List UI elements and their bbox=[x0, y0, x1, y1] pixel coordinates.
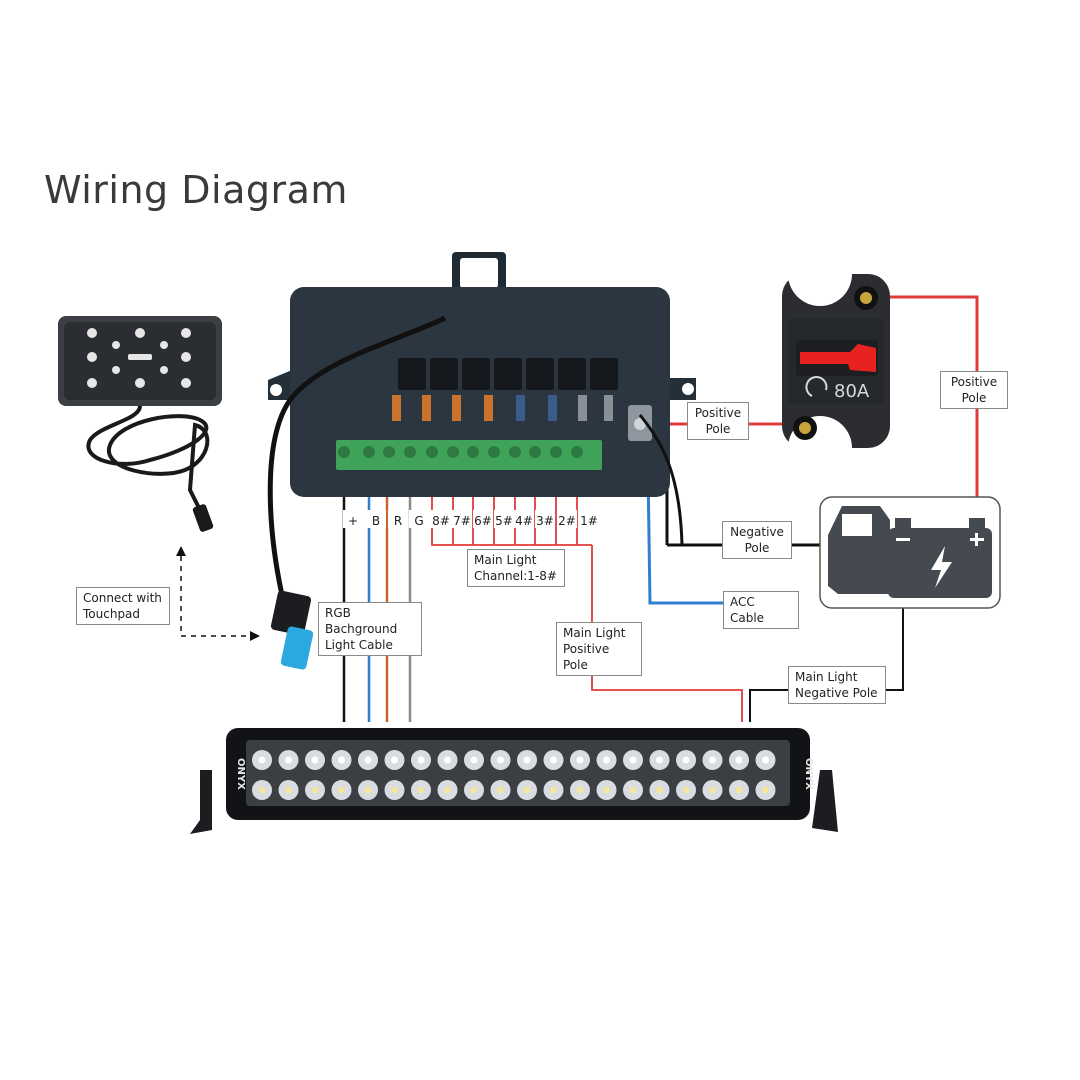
touchpad-cable bbox=[86, 405, 210, 521]
led-emitter bbox=[629, 786, 637, 794]
led-emitter bbox=[576, 786, 584, 794]
rgb-harness bbox=[267, 315, 447, 596]
battery-icon bbox=[819, 496, 1001, 609]
control-box bbox=[267, 252, 696, 596]
arrow-right-icon bbox=[250, 631, 260, 641]
touchpad-connector bbox=[192, 504, 214, 532]
label-main-light-negative: Main Light Negative Pole bbox=[788, 666, 886, 704]
label-positive-pole-box: Positive Pole bbox=[687, 402, 749, 440]
terminal-label: R bbox=[394, 514, 402, 528]
touchpad-buttons bbox=[87, 328, 191, 388]
channel-wires bbox=[431, 470, 743, 722]
terminal-label: 2# bbox=[558, 514, 576, 528]
brand-logo-left: ONYX bbox=[235, 758, 246, 790]
label-negative-pole: Negative Pole bbox=[722, 521, 792, 559]
led-emitter bbox=[364, 786, 372, 794]
terminal-label: 7# bbox=[453, 514, 471, 528]
led-emitter bbox=[629, 756, 637, 764]
label-connect-touchpad: Connect with Touchpad bbox=[76, 587, 170, 625]
led-emitter bbox=[364, 756, 372, 764]
label-main-light-positive: Main Light Positive Pole bbox=[556, 622, 642, 676]
touchpad bbox=[58, 316, 222, 532]
label-main-light-channel: Main Light Channel:1-8# bbox=[467, 549, 565, 587]
terminal-label: B bbox=[372, 514, 380, 528]
led-emitter bbox=[523, 786, 531, 794]
led-emitter bbox=[311, 786, 319, 794]
terminal-label: 6# bbox=[474, 514, 492, 528]
circuit-breaker: 80A bbox=[782, 242, 890, 480]
rgb-connector bbox=[270, 590, 314, 670]
led-emitter bbox=[735, 786, 743, 794]
page-title: Wiring Diagram bbox=[44, 168, 348, 212]
led-emitter bbox=[444, 786, 451, 794]
led-emitter bbox=[391, 786, 398, 794]
reset-arrow-icon bbox=[805, 376, 828, 397]
led-emitter bbox=[391, 756, 398, 764]
led-emitter bbox=[603, 756, 610, 764]
led-emitter bbox=[682, 756, 690, 764]
breaker-rating: 80A bbox=[834, 381, 870, 402]
terminal-label: + bbox=[348, 514, 358, 528]
relays bbox=[398, 358, 618, 390]
led-emitter bbox=[417, 786, 425, 794]
led-emitter bbox=[762, 786, 769, 794]
led-emitter bbox=[497, 786, 504, 794]
wire-positive-battery bbox=[872, 295, 979, 525]
terminal-label: 3# bbox=[536, 514, 554, 528]
led-emitter bbox=[258, 756, 266, 764]
terminal-label: 5# bbox=[495, 514, 513, 528]
led-emitter bbox=[656, 756, 663, 764]
led-emitter bbox=[709, 756, 716, 764]
label-positive-pole-battery: Positive Pole bbox=[940, 371, 1008, 409]
led-emitter bbox=[444, 756, 451, 764]
led-emitter bbox=[550, 756, 557, 764]
led-emitter bbox=[709, 786, 716, 794]
lightning-icon bbox=[931, 546, 952, 588]
led-emitter bbox=[682, 786, 690, 794]
led-emitter bbox=[258, 786, 266, 794]
terminal-label: 8# bbox=[432, 514, 450, 528]
light-bar: ONYX ONYX bbox=[190, 728, 838, 834]
label-rgb-cable: RGB Bachground Light Cable bbox=[318, 602, 422, 656]
brand-logo-right: ONYX bbox=[803, 758, 814, 790]
led-emitter bbox=[338, 786, 345, 794]
arrow-up-icon bbox=[176, 546, 186, 556]
terminal-label: 1# bbox=[580, 514, 598, 528]
led-emitter bbox=[417, 756, 425, 764]
led-emitter bbox=[523, 756, 531, 764]
led-emitter bbox=[470, 786, 478, 794]
led-emitter bbox=[603, 786, 610, 794]
led-emitter bbox=[576, 756, 584, 764]
led-emitter bbox=[311, 756, 319, 764]
led-array bbox=[252, 750, 776, 800]
led-emitter bbox=[762, 756, 769, 764]
led-emitter bbox=[656, 786, 663, 794]
led-emitter bbox=[285, 786, 292, 794]
led-emitter bbox=[470, 756, 478, 764]
breaker-handle bbox=[800, 344, 876, 372]
led-emitter bbox=[497, 756, 504, 764]
terminal-label: 4# bbox=[515, 514, 533, 528]
led-emitter bbox=[285, 756, 292, 764]
label-acc-cable: ACC Cable bbox=[723, 591, 799, 629]
fuses bbox=[392, 395, 613, 421]
led-emitter bbox=[338, 756, 345, 764]
led-emitter bbox=[735, 756, 743, 764]
terminal-label: G bbox=[414, 514, 423, 528]
led-emitter bbox=[550, 786, 557, 794]
